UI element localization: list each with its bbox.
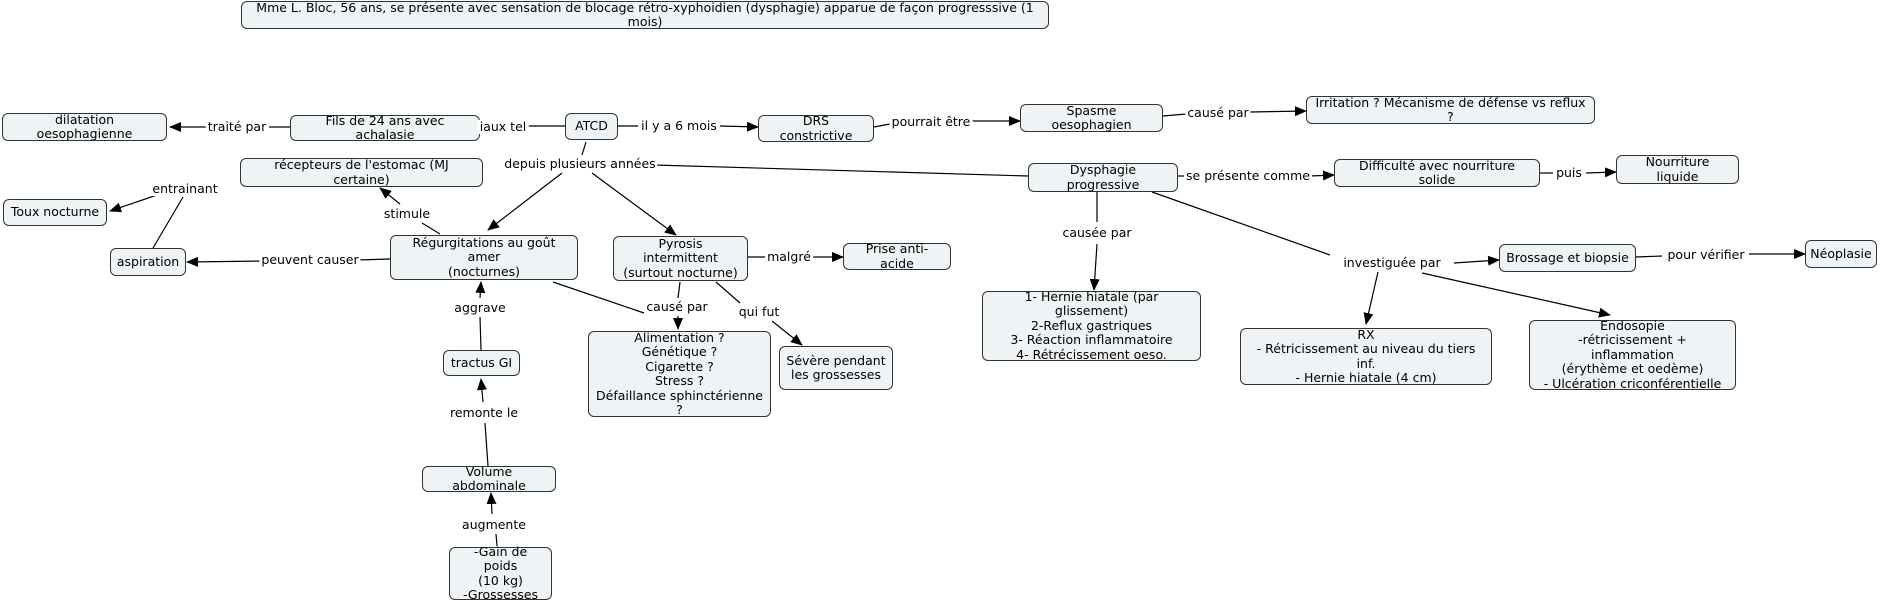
edge-regurg-stimule [421, 222, 441, 235]
hernie-node[interactable]: 1- Hernie hiatale (par glissement) 2-Ref… [982, 289, 1201, 362]
label-remonte-le: remonte le [447, 405, 521, 420]
irritation-node[interactable]: Irritation ? Mécanisme de défense vs ref… [1306, 95, 1595, 124]
edge-puis-liquide [1585, 167, 1617, 178]
label-malgre: malgré [765, 249, 813, 264]
alimentation-node[interactable]: Alimentation ? Génétique ? Cigarette ? S… [588, 330, 771, 417]
edge-quifut-severe [771, 320, 803, 346]
endoscopie-node[interactable]: Endosopie -rétricissement + inflammation… [1529, 318, 1736, 391]
label-stimule: stimule [381, 206, 433, 221]
edge-sepresente-difficulte [1309, 170, 1335, 181]
edge-volume-remonte [484, 422, 489, 467]
label-iaux-tel: iaux tel [477, 119, 529, 134]
edge-atcd-depuis [581, 141, 587, 156]
label-depuis-plusieurs-annees: depuis plusieurs années [502, 156, 658, 171]
edge-investiguee-rx [1363, 271, 1379, 325]
antiacide-node[interactable]: Prise anti-acide [843, 241, 951, 270]
label-pourrait-etre: pourrait être [889, 114, 973, 129]
edge-remonte-tractus [476, 378, 487, 403]
label-aggrave: aggrave [452, 300, 508, 315]
volume-node[interactable]: Volume abdominale [422, 464, 556, 493]
label-peuvent-causer: peuvent causer [259, 252, 361, 267]
edge-dysphagie-investiguee [1151, 191, 1331, 256]
edge-cause-irritation [1249, 106, 1307, 117]
edge-gain-augmente [495, 533, 498, 547]
label-entrainant: entrainant [150, 181, 220, 196]
edge-pyrosis-cause2 [677, 281, 681, 299]
edge-drs-pourrait [873, 123, 891, 128]
edge-peuvent-aspiration [186, 256, 263, 267]
edge-aspiration-entrainant [152, 196, 184, 249]
edge-regurg-peuvent [356, 258, 391, 261]
toux-node[interactable]: Toux nocturne [3, 199, 107, 226]
edge-aggrave-regurg [475, 281, 486, 299]
aspiration-node[interactable]: aspiration [110, 248, 186, 276]
edge-tractus-aggrave [479, 316, 482, 351]
edge-investiguee-brossage [1453, 255, 1500, 266]
neoplasie-node[interactable]: Néoplasie [1805, 240, 1877, 268]
edge-spasme-cause [1162, 113, 1187, 117]
pyrosis-node[interactable]: Pyrosis intermittent (surtout nocturne) [613, 236, 748, 281]
fils-node[interactable]: Fils de 24 ans avec achalasie [290, 113, 480, 142]
label-puis: puis [1554, 165, 1584, 180]
drs-node[interactable]: DRS constrictive [758, 113, 874, 142]
edge-depuis-pyrosis [591, 172, 677, 236]
label-investiguee-par: investiguée par [1341, 255, 1443, 270]
label-causee-par: causée par [1060, 225, 1134, 240]
edge-causee-hernie [1089, 243, 1100, 291]
edge-depuis-regurg [487, 172, 563, 231]
edge-entrainant-toux [109, 194, 158, 213]
severe-node[interactable]: Sévère pendant les grossesses [779, 346, 893, 390]
dysphagie-node[interactable]: Dysphagie progressive [1028, 162, 1178, 192]
liquide-node[interactable]: Nourriture liquide [1616, 154, 1739, 184]
brossage-node[interactable]: Brossage et biopsie [1499, 244, 1636, 272]
label-augmente: augmente [460, 517, 528, 532]
label-qui-fut: qui fut [736, 304, 782, 319]
recepteurs-node[interactable]: récepteurs de l'estomac (MJ certaine) [240, 157, 483, 187]
regurgitations-node[interactable]: Régurgitations au goût amer (nocturnes) [390, 235, 578, 280]
edge-augmente-volume [486, 492, 497, 515]
edge-pyrosis-quifut [715, 281, 741, 304]
spasme-node[interactable]: Spasme oesophagien [1020, 103, 1163, 132]
difficulte-node[interactable]: Difficulté avec nourriture solide [1334, 158, 1540, 187]
edge-brossage-pourverifier [1635, 255, 1663, 258]
edge-6mois-drs [719, 121, 759, 132]
label-traite-par: traité par [205, 119, 269, 134]
label-cause-par-spasme: causé par [1185, 105, 1251, 120]
atcd-node[interactable]: ATCD [565, 113, 618, 140]
label-il-y-a-6-mois: il y a 6 mois [639, 118, 719, 133]
edge-investiguee-endo [1421, 272, 1611, 318]
label-pour-verifier: pour vérifier [1665, 247, 1747, 262]
gain-node[interactable]: -Gain de poids (10 kg) -Grossesses [449, 544, 552, 602]
label-cause-par-alimentation: causé par [644, 299, 710, 314]
case-description-node[interactable]: Mme L. Bloc, 56 ans, se présente avec se… [241, 0, 1049, 29]
tractus-node[interactable]: tractus GI [443, 350, 520, 376]
dilatation-node[interactable]: dilatation oesophagienne [2, 112, 167, 141]
edge-depuis-dysphagie [653, 164, 1029, 177]
label-se-presente-comme: se présente comme [1184, 168, 1312, 183]
rx-node[interactable]: RX - Rétricissement au niveau du tiers i… [1240, 327, 1492, 385]
edge-regurg-cause2 [552, 281, 645, 314]
edge-stimule-recepteurs [379, 187, 401, 205]
